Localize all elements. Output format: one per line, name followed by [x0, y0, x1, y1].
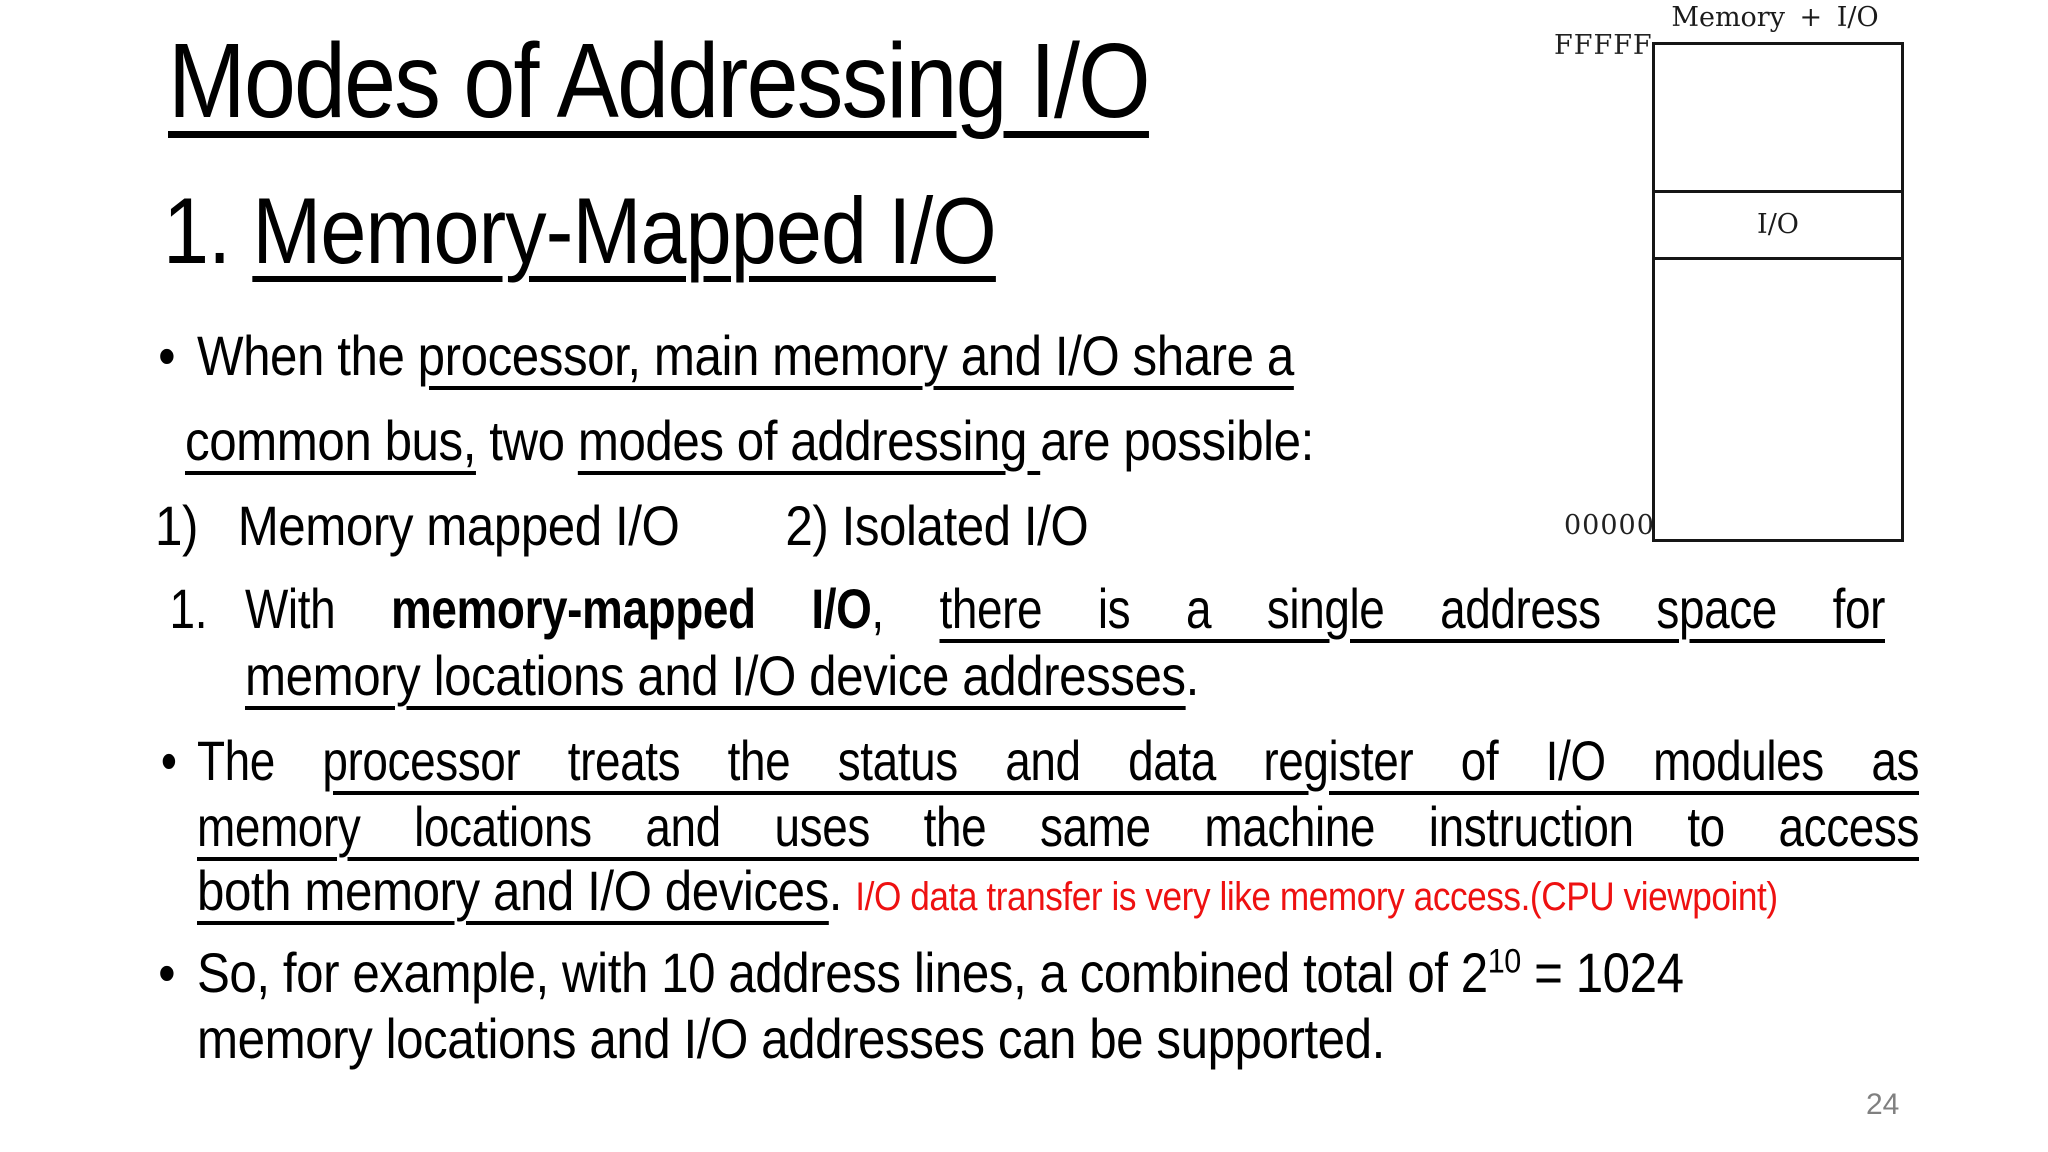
text-line: both memory and I/O devices. I/O data tr… [197, 860, 1778, 922]
page-number: 24 [1866, 1088, 1900, 1121]
text-segment: there is a single address space for [939, 577, 1886, 640]
section-number: 1. [163, 178, 253, 283]
section-heading: 1. Memory-Mapped I/O [163, 181, 997, 281]
address-top-label: FFFFF [1554, 30, 1653, 61]
text-segment: . [1185, 644, 1200, 707]
text-line: • The processor treats the status and dat… [161, 729, 1920, 792]
text-segment: The [197, 729, 323, 792]
text-line: memory locations and uses the same machi… [197, 796, 1919, 858]
text-segment: common bus, [185, 409, 476, 472]
text-segment: So, for example, with 10 address lines, … [197, 941, 1488, 1004]
memory-map-diagram: I/O [1652, 42, 1904, 542]
page-title: Modes of Addressing I/O [168, 25, 1151, 137]
text-line: 1) Memory mapped I/O 2) Isolated I/O [155, 494, 1089, 557]
text-segment: memory-mapped I/O [390, 577, 872, 640]
text-segment: . [828, 859, 856, 922]
address-bottom-label: 00000 [1564, 510, 1655, 541]
bullet-glyph: • [158, 324, 176, 387]
text-line: • So, for example, with 10 address lines,… [158, 941, 1684, 1004]
text-segment: both memory and I/O devices [197, 859, 829, 922]
text-segment: memory locations and uses the same machi… [197, 795, 1919, 858]
text-segment: two [475, 409, 578, 472]
text-line: common bus, two modes of addressing are … [185, 410, 1314, 472]
text-segment: modes of addressing [577, 409, 1041, 472]
text-line: • When the processor, main memory and I/O… [158, 324, 1295, 387]
text-segment: With [245, 577, 391, 640]
text-segment: are possible: [1040, 409, 1314, 472]
page-title-text: Modes of Addressing I/O [168, 22, 1151, 140]
text-segment: memory locations and I/O device addresse… [245, 644, 1186, 707]
text-segment: processor treats the status and data reg… [322, 729, 1920, 792]
text-line: memory locations and I/O addresses can b… [197, 1008, 1385, 1070]
list-number: 1. [169, 577, 208, 640]
text-line: memory locations and I/O device addresse… [245, 645, 1199, 707]
text-segment: 10 [1487, 942, 1522, 981]
diagram-divider-top [1655, 190, 1901, 193]
text-segment: processor, main memory and I/O share a [417, 324, 1295, 387]
red-note: I/O data transfer is very like memory ac… [855, 875, 1778, 919]
text-segment: , [871, 577, 940, 640]
io-region-label: I/O [1757, 209, 1799, 240]
text-line: 1. With memory-mapped I/O, there is a sin… [170, 577, 1886, 640]
text-segment: When the [197, 324, 418, 387]
diagram-divider-bottom [1655, 257, 1901, 260]
bullet-glyph: • [158, 941, 176, 1004]
text-segment: = 1024 [1520, 941, 1684, 1004]
diagram-caption: Memory + I/O [1671, 2, 1879, 33]
text-segment: 1) Memory mapped I/O 2) Isolated I/O [155, 494, 1089, 557]
bullet-glyph: • [160, 729, 177, 792]
text-segment: memory locations and I/O addresses can b… [197, 1007, 1385, 1070]
section-heading-text: Memory-Mapped I/O [252, 178, 996, 283]
